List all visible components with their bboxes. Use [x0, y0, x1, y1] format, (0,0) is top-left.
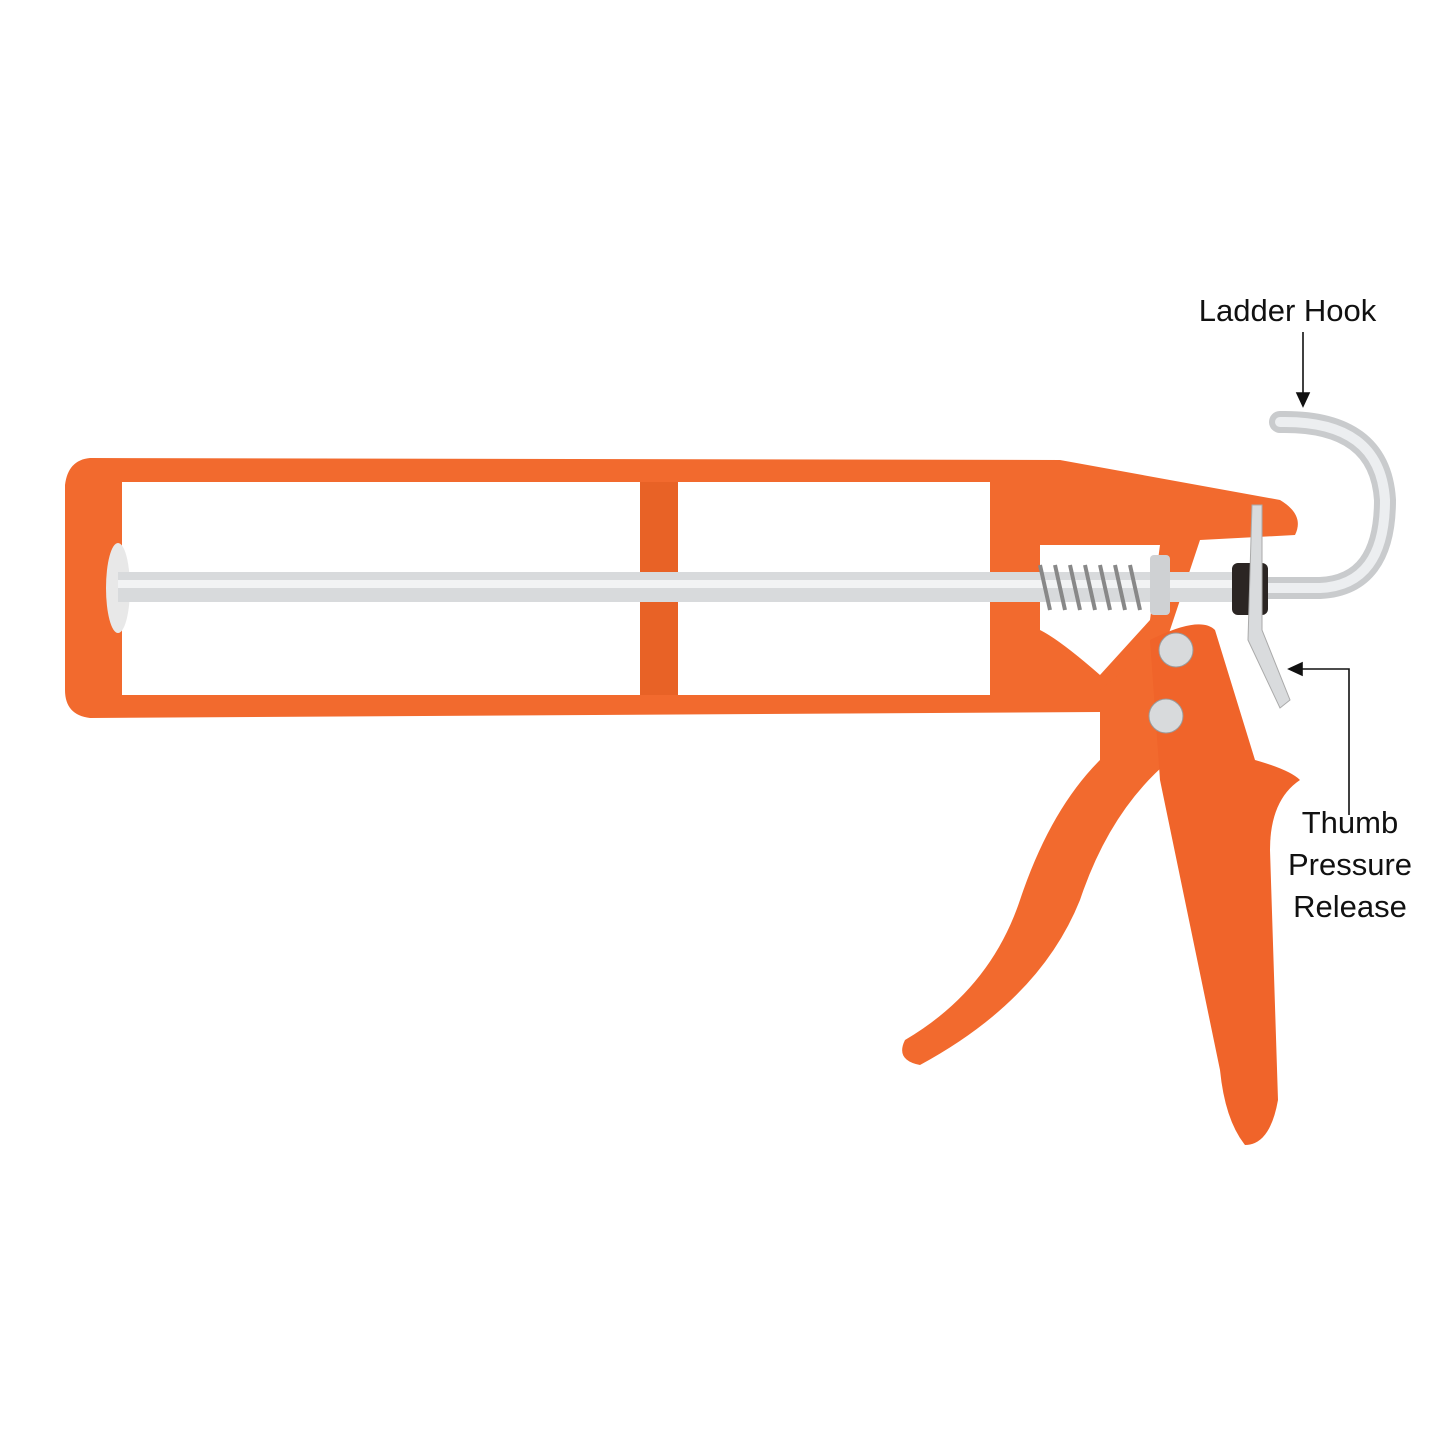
ladder-hook-label: Ladder Hook [1198, 293, 1377, 328]
callout-arrows [1287, 332, 1350, 815]
spring [1038, 564, 1142, 611]
thumb-release-lever [1247, 504, 1291, 709]
thumb-release-label: Thumb Pressure Release [1270, 802, 1430, 928]
fixed-handle [902, 640, 1183, 1065]
thumb-release-line-1: Thumb [1301, 805, 1399, 840]
thumb-release-line-3: Release [1293, 889, 1407, 924]
trigger [1150, 624, 1300, 1145]
thumb-release-line-2: Pressure [1287, 847, 1413, 882]
